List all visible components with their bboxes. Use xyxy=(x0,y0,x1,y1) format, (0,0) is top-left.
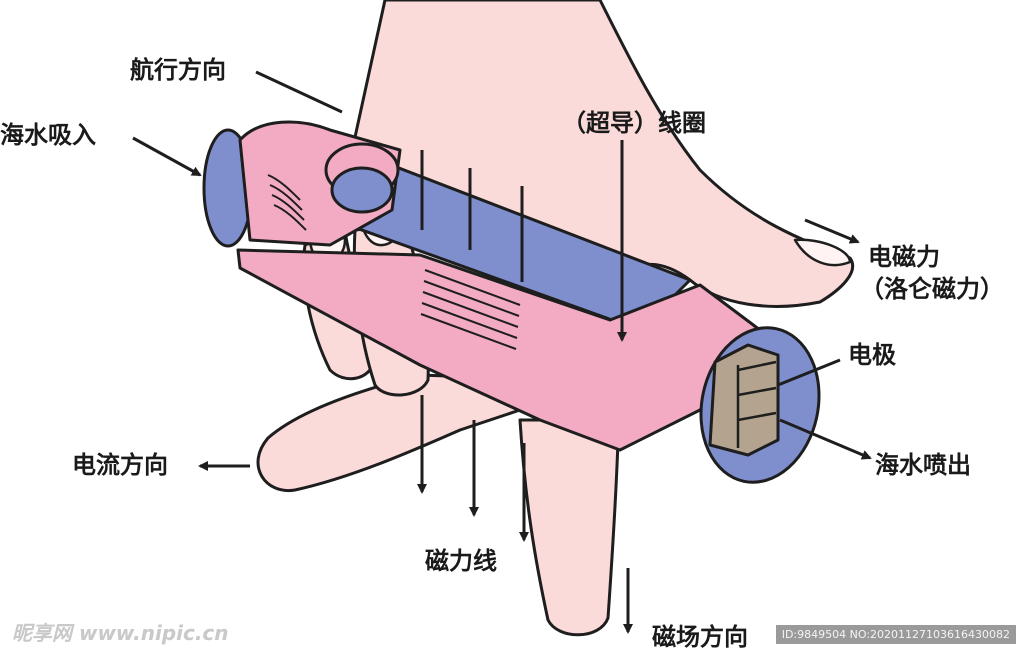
label-electrode: 电极 xyxy=(848,341,896,369)
back-coil-hatching xyxy=(267,174,307,231)
em-force-arrow xyxy=(804,218,860,244)
middle-finger xyxy=(518,418,620,637)
label-lorentz-force: （洛仑磁力） xyxy=(860,275,1004,303)
label-seawater-output: 海水喷出 xyxy=(875,451,971,479)
sail-direction-leader xyxy=(255,70,343,114)
site-watermark: 昵享网 www.nipic.cn xyxy=(12,621,229,645)
label-field-lines: 磁力线 xyxy=(425,547,497,575)
thruster-tube xyxy=(202,120,821,484)
output-arrow xyxy=(779,418,872,460)
front-coil-hatching xyxy=(420,269,521,350)
index-finger xyxy=(256,373,522,493)
electrode-leader xyxy=(777,358,841,387)
label-em-force: 电磁力 xyxy=(868,243,940,271)
image-id-bar: ID:9849504 NO:20201127103616430082 xyxy=(775,625,1016,644)
intake-arrow xyxy=(132,136,202,177)
inner-tube-end xyxy=(330,166,394,214)
thumbnail xyxy=(793,238,852,267)
annotation-arrows xyxy=(132,70,872,471)
electrode-block xyxy=(708,343,780,457)
field-lines xyxy=(417,150,633,634)
electrode-lines xyxy=(736,360,777,448)
label-sail-direction: 航行方向 xyxy=(130,56,226,84)
label-field-direction: 磁场方向 xyxy=(652,623,748,651)
label-seawater-intake: 海水吸入 xyxy=(0,121,96,149)
label-current-direction: 电流方向 xyxy=(72,451,168,479)
label-coil: （超导）线圈 xyxy=(562,109,706,137)
